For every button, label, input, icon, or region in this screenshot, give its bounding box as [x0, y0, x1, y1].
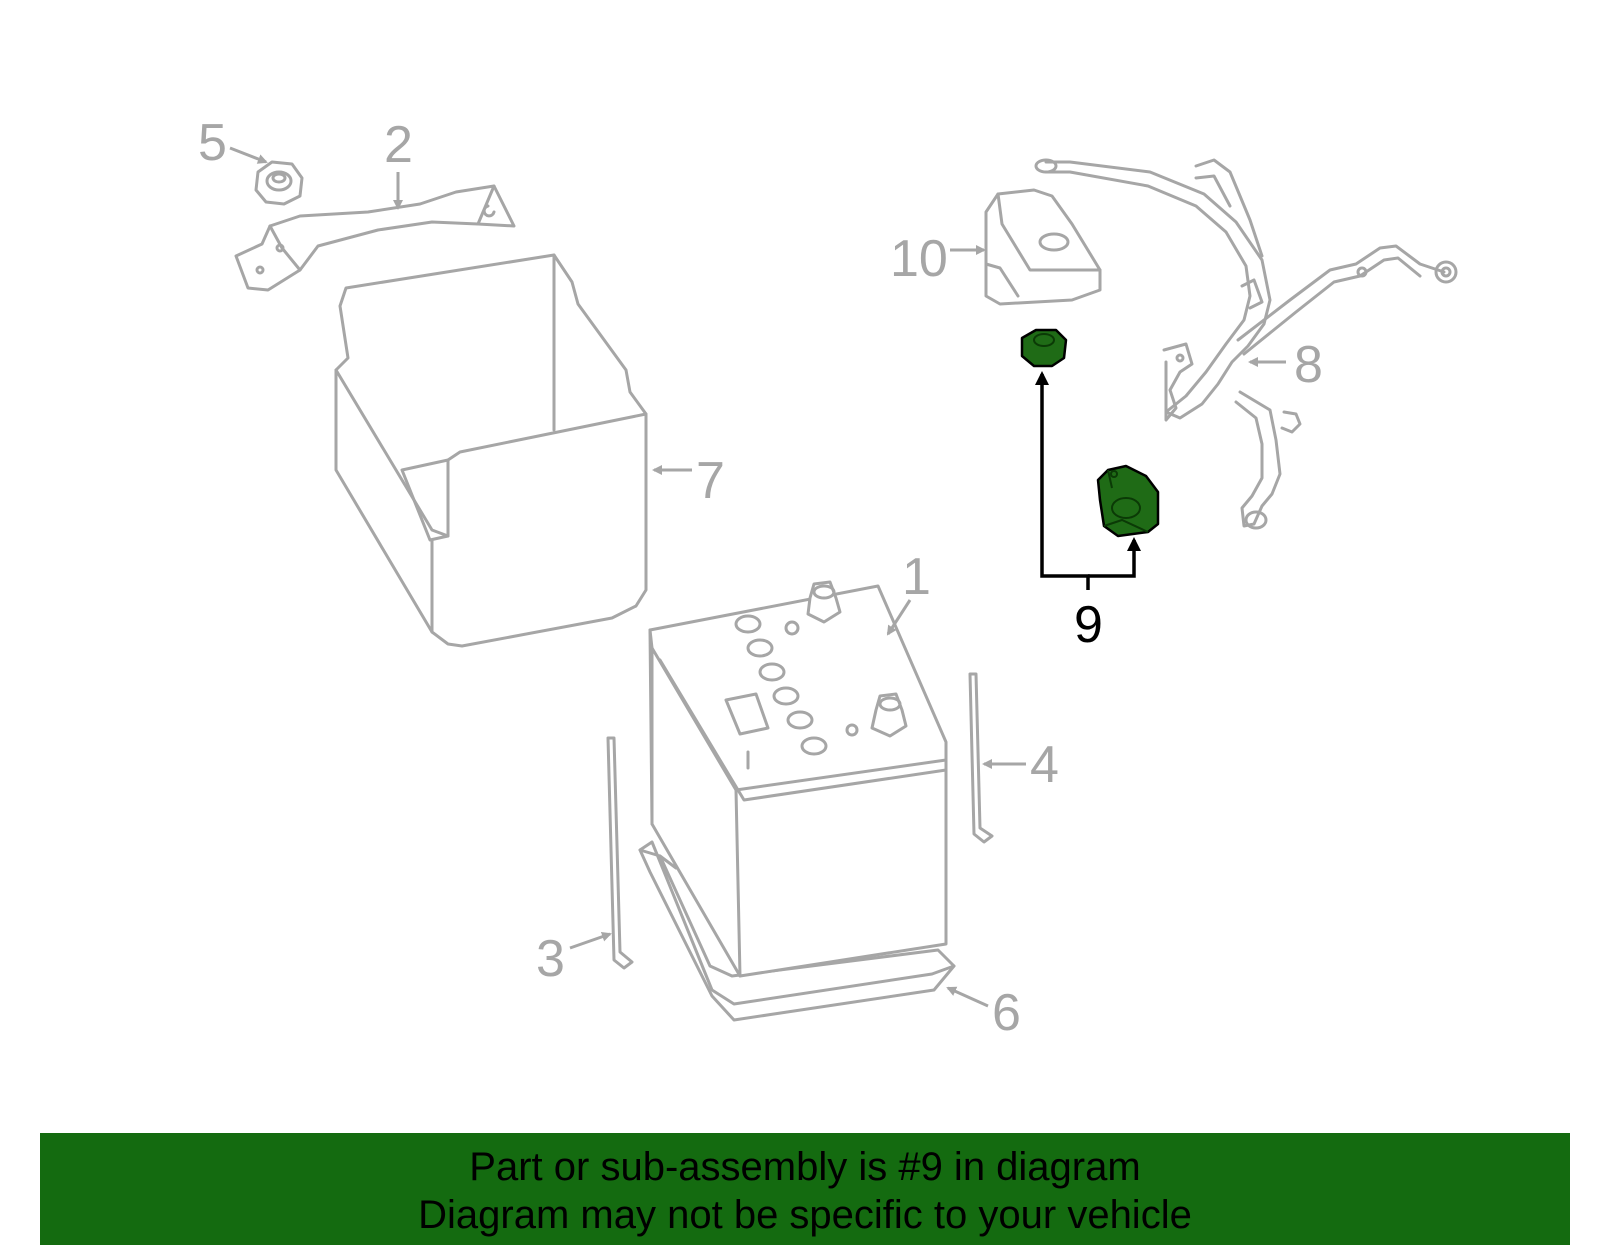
part-2-hold-down-bracket	[234, 184, 516, 292]
banner-line-2: Diagram may not be specific to your vehi…	[418, 1193, 1192, 1237]
part-9-nut	[1020, 328, 1068, 368]
callout-2: 2	[384, 116, 413, 174]
part-3-rod	[606, 736, 634, 970]
arrow-1	[886, 599, 912, 636]
part-9-bracket	[1035, 371, 1141, 590]
part-7-insulator	[334, 253, 648, 648]
part-1-battery	[648, 580, 948, 978]
arrow-3	[569, 931, 612, 950]
callout-1: 1	[902, 548, 931, 606]
callout-9: 9	[1074, 596, 1103, 654]
callout-8: 8	[1294, 336, 1323, 394]
info-banner: Part or sub-assembly is #9 in diagram Di…	[40, 1133, 1570, 1245]
part-5-nut	[254, 160, 304, 206]
arrow-5	[229, 146, 268, 164]
callout-4: 4	[1030, 736, 1059, 794]
arrow-6	[946, 986, 989, 1008]
part-6-tray	[638, 840, 956, 1022]
callout-6: 6	[992, 984, 1021, 1042]
callout-7: 7	[696, 452, 725, 510]
part-10-terminal-cover	[984, 188, 1102, 306]
leader-arrows	[229, 146, 1286, 1008]
callout-5: 5	[198, 114, 227, 172]
banner-line-1: Part or sub-assembly is #9 in diagram	[469, 1145, 1141, 1189]
callout-3: 3	[536, 930, 565, 988]
callout-10: 10	[890, 230, 948, 288]
part-9-terminal	[1096, 464, 1160, 538]
part-4-rod	[968, 672, 994, 844]
part-8-cable-harness	[1034, 158, 1458, 530]
part-9-terminal-assembly	[1020, 328, 1160, 538]
